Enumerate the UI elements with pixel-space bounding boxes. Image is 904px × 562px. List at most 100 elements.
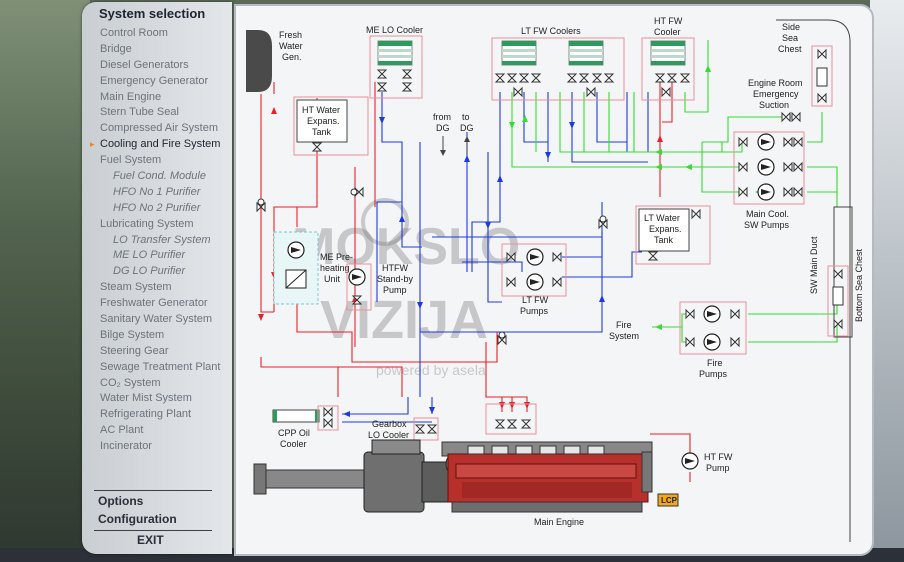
cpp-oil-cooler-label-1: CPP Oil	[278, 428, 310, 438]
lt-expans-tank-label-3: Tank	[654, 235, 674, 245]
background-engine-room-left	[0, 0, 90, 562]
menu-item[interactable]: Steering Gear	[100, 344, 169, 357]
menu-item[interactable]: Lubricating System	[100, 217, 194, 230]
watermark: MOKSLO VIZIJA powered by asela	[292, 198, 520, 378]
htfw-standby-pump[interactable]	[346, 263, 372, 311]
menu-item[interactable]: AC Plant	[100, 424, 144, 437]
background-engine-room-right	[870, 0, 904, 562]
fire-system-label-1: Fire	[616, 320, 632, 330]
ht-expans-tank-label-2: Expans.	[307, 116, 340, 126]
to-dg-label-2: DG	[460, 123, 474, 133]
me-lo-cooler[interactable]	[369, 35, 423, 99]
menu-item[interactable]: Fuel System	[100, 154, 162, 167]
watermark-text-2: VIZIJA	[320, 290, 488, 350]
menu-item[interactable]: Sewage Treatment Plant	[100, 360, 221, 373]
main-cool-sw-pumps[interactable]	[733, 131, 805, 205]
bottom-sea-chest-valves[interactable]	[827, 265, 849, 337]
menu-item[interactable]: LO Transfer System	[113, 233, 211, 246]
side-sea-chest-label-3: Chest	[778, 44, 802, 54]
side-sea-chest-label-1: Side	[782, 22, 800, 32]
main-engine[interactable]	[253, 439, 653, 513]
menu-item[interactable]: Incinerator	[100, 440, 152, 453]
lt-fw-pumps-label-2: Pumps	[520, 306, 549, 316]
menu-item[interactable]: Bilge System	[100, 328, 165, 341]
lt-fw-coolers[interactable]	[491, 37, 625, 101]
separator	[94, 530, 212, 531]
htfw-standby-label-3: Pump	[383, 285, 407, 295]
me-preheating-label-3: Unit	[324, 274, 341, 284]
menu-item[interactable]: Diesel Generators	[100, 58, 189, 71]
menu-item[interactable]: CO₂ System	[100, 376, 161, 389]
watermark-text-3: powered by asela	[376, 362, 486, 378]
ht-expans-tank-label-1: HT Water	[302, 105, 340, 115]
menu-item[interactable]: Sanitary Water System	[100, 313, 213, 326]
lcp-label: LCP	[661, 496, 678, 505]
three-way-valves[interactable]	[256, 187, 608, 345]
menu-item[interactable]: Bridge	[100, 42, 132, 55]
gearbox-lo-cooler-label-2: LO Cooler	[368, 430, 409, 440]
lcp-panel[interactable]	[657, 493, 679, 507]
menu-item[interactable]: Refrigerating Plant	[100, 408, 192, 421]
fire-pumps[interactable]	[679, 301, 747, 355]
fresh-water-gen-label-3: Gen.	[282, 52, 302, 62]
cpp-oil-cooler[interactable]	[272, 405, 339, 431]
sw-water-pipes	[511, 40, 838, 343]
menu-item[interactable]: HFO No 2 Purifier	[113, 201, 201, 214]
ht-water-expansion-tank[interactable]	[293, 96, 369, 156]
htfw-standby-label-1: HTFW	[382, 263, 408, 273]
fire-system-label-2: System	[609, 331, 639, 341]
cpp-oil-cooler-label-2: Cooler	[280, 439, 307, 449]
emergency-suction-label-2: Emergency	[753, 89, 799, 99]
lt-fw-coolers-label: LT FW Coolers	[521, 26, 581, 36]
menu-item[interactable]: Main Engine	[100, 90, 162, 103]
configuration-button[interactable]: Configuration	[98, 512, 177, 526]
ht-fw-cooler-label-2: Cooler	[654, 27, 681, 37]
gearbox-lo-cooler-valves[interactable]	[413, 417, 439, 441]
ht-fw-pump-label-1: HT FW	[704, 452, 733, 462]
separator	[94, 490, 212, 491]
engine-inlet-valves[interactable]	[485, 403, 537, 435]
dg-arrows	[440, 136, 470, 156]
menu-item[interactable]: Water Mist System	[100, 392, 192, 405]
main-engine-label: Main Engine	[534, 517, 584, 527]
sw-main-duct-label: SW Main Duct	[809, 236, 819, 294]
options-button[interactable]: Options	[98, 494, 144, 508]
me-preheating-unit[interactable]	[273, 231, 319, 305]
fire-pumps-label-2: Pumps	[699, 369, 728, 379]
menu-item[interactable]: DG LO Purifier	[113, 265, 186, 278]
bottom-sea-chest-label: Bottom Sea Chest	[854, 248, 864, 322]
htfw-standby-label-2: Stand-by	[377, 274, 414, 284]
lt-water-expansion-tank[interactable]	[635, 205, 711, 265]
engine-cylinder-heads	[467, 445, 605, 455]
lt-expans-tank-label-2: Expans.	[649, 224, 682, 234]
exit-button[interactable]: EXIT	[137, 533, 164, 547]
me-preheating-label-1: ME Pre-	[320, 252, 353, 262]
main-cool-sw-pumps-label-2: SW Pumps	[744, 220, 790, 230]
me-lo-cooler-label: ME LO Cooler	[366, 25, 423, 35]
fire-pumps-label-1: Fire	[707, 358, 723, 368]
lt-expans-tank-label-1: LT Water	[644, 213, 680, 223]
menu-item[interactable]: Compressed Air System	[100, 122, 218, 135]
side-sea-chest-outline	[776, 19, 851, 542]
menu-item[interactable]: Control Room	[100, 27, 168, 39]
ht-fw-pump[interactable]	[681, 452, 699, 470]
fresh-water-gen-label-1: Fresh	[279, 30, 302, 40]
emergency-suction-label-1: Engine Room	[748, 78, 803, 88]
menu-item[interactable]: Stern Tube Seal	[100, 106, 179, 119]
menu-item[interactable]: Cooling and Fire System	[82, 137, 232, 153]
lt-fw-pumps[interactable]	[501, 243, 567, 297]
menu-item[interactable]: HFO No 1 Purifier	[113, 185, 201, 198]
gearbox-lo-cooler-label-1: Gearbox	[372, 419, 407, 429]
ht-expans-tank-label-3: Tank	[312, 127, 332, 137]
menu-item[interactable]: Fuel Cond. Module	[113, 170, 206, 183]
menu-item[interactable]: Emergency Generator	[100, 74, 209, 87]
ht-fw-cooler[interactable]	[641, 37, 695, 101]
emergency-suction-label-3: Suction	[759, 100, 789, 110]
menu-item[interactable]: Steam System	[100, 281, 172, 294]
side-sea-chest-valves[interactable]	[811, 45, 833, 107]
menu-item[interactable]: ME LO Purifier	[113, 249, 186, 262]
fresh-water-gen-shape[interactable]	[246, 30, 272, 92]
menu-item[interactable]: Freshwater Generator	[100, 297, 208, 310]
